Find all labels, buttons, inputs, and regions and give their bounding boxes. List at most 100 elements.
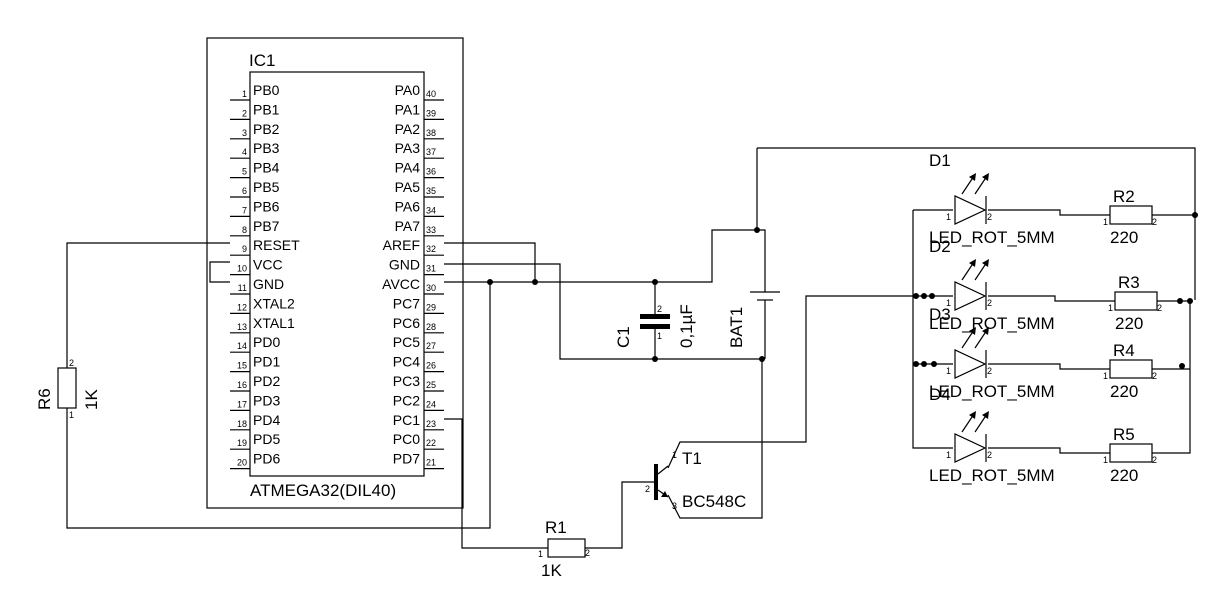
r6-ref: R6 [35, 388, 54, 410]
ic1-pin-number: 14 [237, 341, 247, 351]
ic1-pin-number: 26 [426, 361, 436, 371]
ic1-pin-number: 24 [426, 399, 436, 409]
wire-d4-r5 [988, 447, 1115, 454]
ic1-pin-name: AVCC [382, 276, 420, 292]
ic1-pin-number: 12 [237, 302, 247, 312]
ic1-pin-number: 1 [242, 89, 247, 99]
resistor-ref: R3 [1118, 273, 1140, 292]
ic1-pin-name: PC2 [393, 392, 420, 408]
resistor-pin-a: 1 [1103, 371, 1108, 381]
resistor-pin-b: 2 [1152, 217, 1157, 227]
resistor-r6: 2 1 R6 1K [35, 358, 101, 420]
resistor-pin-a: 1 [1103, 217, 1108, 227]
wires [66, 147, 1196, 549]
ic1-pin-name: PC0 [393, 431, 420, 447]
ic1-pin-name: PD7 [393, 451, 420, 467]
ic1-pin-name: PA5 [395, 179, 421, 195]
c1-pin-bottom: 1 [657, 331, 662, 341]
ic1-pin-name: XTAL2 [253, 295, 295, 311]
junction-dot [1187, 298, 1193, 304]
junction-dot [652, 279, 658, 285]
ic1-pin-name: PC1 [393, 412, 420, 428]
led-pin-anode: 1 [946, 298, 951, 308]
led-pin-cathode: 2 [987, 366, 992, 376]
ic1-pin-number: 21 [426, 458, 436, 468]
ic1-pin-number: 37 [426, 147, 436, 157]
led-ref: D4 [929, 385, 951, 404]
ic1-body [249, 71, 425, 477]
light-arrow-icon [969, 327, 976, 335]
c1-ref: C1 [614, 326, 633, 348]
ic1-pin-name: PD2 [253, 373, 280, 389]
resistor-body [547, 538, 586, 558]
transistor-t1: 1 2 3 T1 BC548C [645, 449, 746, 511]
ic1-pin-name: VCC [253, 257, 283, 273]
junction-dot [921, 361, 927, 367]
light-arrow-icon [982, 327, 989, 335]
r1-pin-b: 2 [585, 548, 590, 558]
ic1-pin-number: 11 [238, 283, 247, 293]
led-part: LED_ROT_5MM [929, 314, 1055, 333]
wire-d2-r3 [988, 295, 1115, 302]
wire-r1-t1 [585, 481, 655, 549]
junction-dot [921, 293, 927, 299]
ic1-pin-number: 33 [426, 225, 436, 235]
light-arrow-icon [969, 173, 976, 181]
light-arrow-icon [969, 411, 976, 419]
t1-pin-base: 2 [645, 484, 650, 494]
t1-pin-emitter: 3 [672, 501, 677, 511]
ic1-pin-name: PA1 [395, 101, 421, 117]
junction-dot [532, 279, 538, 285]
ic1-pin-number: 13 [237, 322, 247, 332]
junction-dot [759, 356, 765, 362]
resistor-ref: R2 [1113, 187, 1135, 206]
ic1-pin-name: PD6 [253, 451, 280, 467]
ic1-pin-name: GND [253, 276, 284, 292]
c1-pin-top: 2 [657, 304, 662, 314]
junction-dot [931, 361, 937, 367]
led-pin-anode: 1 [946, 212, 951, 222]
r6-pin-bottom: 1 [69, 410, 74, 420]
resistor-body [1109, 443, 1153, 463]
ic1-pin-name: PB7 [253, 218, 280, 234]
capacitor-c1: 2 1 C1 0,1µF [614, 304, 696, 348]
junction-dot [1179, 363, 1185, 369]
resistor-ref: R5 [1113, 425, 1135, 444]
light-arrow-icon [982, 259, 989, 267]
ic1-pin-number: 31 [426, 264, 436, 274]
junction-dot [1192, 212, 1198, 218]
resistor-r1: 1 2 R1 1K [538, 518, 590, 580]
capacitor-plate [640, 324, 670, 329]
ic1-pin-name: PD4 [253, 412, 280, 428]
led-part: LED_ROT_5MM [929, 466, 1055, 485]
ic1-pin-name: PA7 [395, 218, 421, 234]
led-pin-anode: 1 [946, 450, 951, 460]
r6-value: 1K [82, 389, 101, 410]
ic1-pin-number: 25 [426, 380, 436, 390]
wire-gnd [444, 263, 763, 360]
ic1-pin-name: PA3 [395, 140, 421, 156]
ic1-pin-name: PB0 [253, 82, 280, 98]
resistor-pin-a: 1 [1108, 303, 1113, 313]
ic1-pin-name: PD5 [253, 431, 280, 447]
wire-top-rail [757, 147, 1196, 300]
ic1-pin-name: PA6 [395, 198, 421, 214]
led-ref: D2 [929, 237, 951, 256]
light-arrow-icon [982, 411, 989, 419]
led-triangle-icon [954, 195, 987, 225]
wire-avcc [444, 229, 757, 283]
led-ref: D1 [929, 151, 951, 170]
led-part: LED_ROT_5MM [929, 228, 1055, 247]
ic1-pin-number: 5 [242, 167, 247, 177]
ic1-pin-number: 3 [242, 128, 247, 138]
led-pin-cathode: 2 [987, 298, 992, 308]
ic1-pin-number: 39 [426, 108, 436, 118]
ic1-pin-number: 27 [426, 341, 436, 351]
capacitor-plate [640, 314, 670, 319]
ic1-pin-name: PB5 [253, 179, 280, 195]
